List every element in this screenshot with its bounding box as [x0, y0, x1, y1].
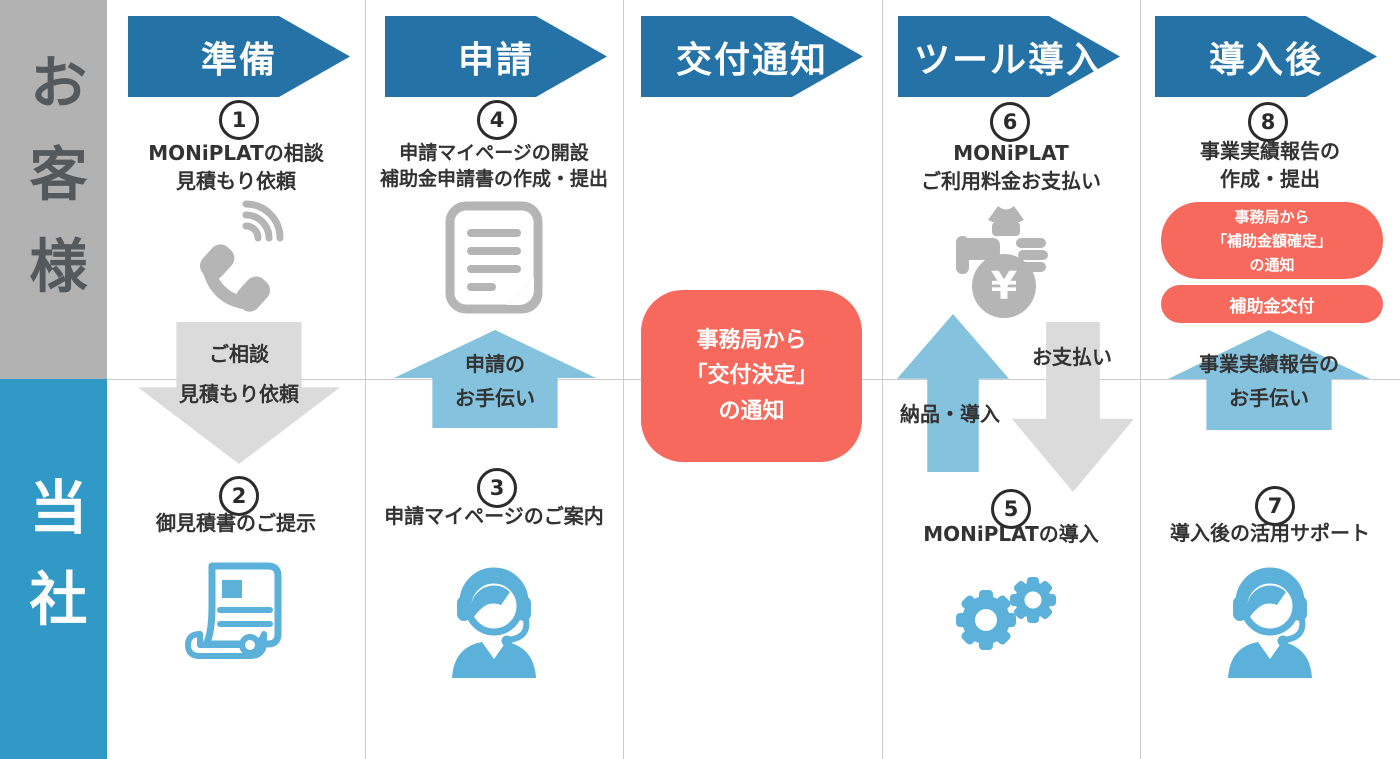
application-help-up-arrow-label: 申請の お手伝い [455, 352, 535, 410]
support-operator-icon [446, 554, 542, 682]
row-label-company: 当社 [0, 379, 107, 759]
stage-header-tool-introduction: ツール導入 [898, 16, 1120, 97]
support-operator-icon [1222, 554, 1318, 682]
stage-header-label: 準備 [200, 39, 277, 81]
step-6-title: MONiPLAT ご利用料金お支払い [921, 141, 1101, 193]
step-7-title: 導入後の活用サポート [1170, 521, 1370, 545]
step-4-title: 申請マイページの開設 補助金申請書の作成・提出 [379, 142, 608, 191]
gears-icon [948, 568, 1063, 664]
delivery-up-arrow [897, 314, 1009, 472]
stage-header-grant-notice: 交付通知 [641, 16, 863, 97]
step-2-title: 御見積書のご提示 [156, 511, 316, 535]
money-bag-icon: ¥ [952, 198, 1056, 322]
step-1-number: 1 [219, 100, 259, 140]
step-3-title: 申請マイページのご案内 [384, 504, 604, 528]
amount-confirmed-notice-box: 事務局から 「補助金額確定」 の通知 [1161, 202, 1383, 279]
step-8-number: 8 [1248, 102, 1288, 142]
stage-header-label: ツール導入 [913, 39, 1104, 81]
step-5-title: MONiPLATの導入 [923, 522, 1099, 546]
row-label-customer: お客様 [0, 0, 107, 379]
customer-label-text: お客様 [19, 52, 88, 327]
stage-header-label: 申請 [457, 39, 534, 81]
stage-header-application: 申請 [385, 16, 607, 97]
step-1-title: MONiPLATの相談 見積もり依頼 [148, 141, 324, 193]
step-8-title: 事業実績報告の 作成・提出 [1200, 139, 1340, 191]
step-4-number: 4 [477, 100, 517, 140]
step-2-number: 2 [219, 476, 259, 516]
payment-down-arrow-label: お支払い [1032, 345, 1112, 369]
phone-icon [188, 196, 300, 320]
step-6-number: 6 [990, 102, 1030, 142]
stage-header-post-introduction: 導入後 [1155, 16, 1377, 97]
document-icon [444, 200, 544, 319]
stage-header-preparation: 準備 [128, 16, 350, 97]
stage-header-label: 交付通知 [675, 39, 828, 81]
grant-decision-notice-box: 事務局から 「交付決定」 の通知 [641, 290, 862, 462]
step-7-number: 7 [1255, 486, 1295, 526]
step-3-number: 3 [477, 468, 517, 508]
svg-text:¥: ¥ [991, 264, 1017, 308]
step-5-number: 5 [991, 489, 1031, 529]
delivery-up-arrow-label: 納品・導入 [900, 402, 1000, 426]
quote-scroll-icon [178, 558, 293, 674]
stage-header-label: 導入後 [1208, 39, 1323, 81]
company-label-text: 当社 [19, 477, 88, 661]
subsidy-grant-box: 補助金交付 [1161, 285, 1383, 323]
consult-down-arrow-label: ご相談 見積もり依頼 [179, 342, 299, 406]
report-help-up-arrow-label: 事業実績報告の お手伝い [1199, 352, 1339, 410]
